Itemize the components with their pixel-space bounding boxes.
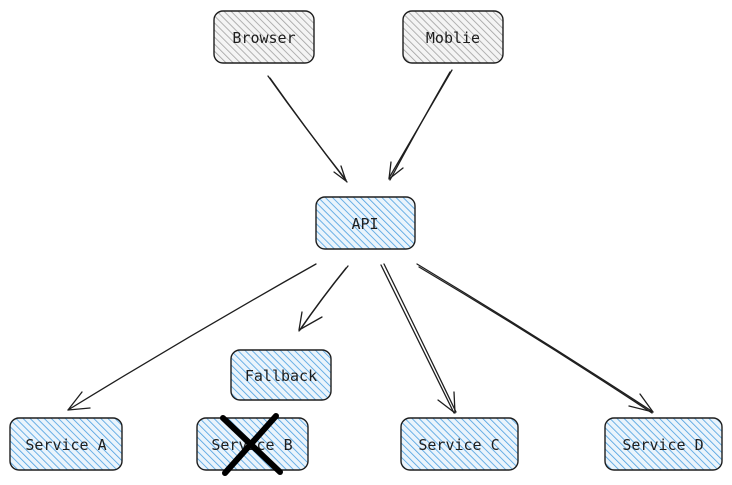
edge-mobile-api bbox=[388, 69, 453, 181]
node-service-d[interactable]: Service D bbox=[604, 417, 723, 471]
edges bbox=[67, 69, 654, 414]
node-mobile[interactable]: Moblie bbox=[402, 10, 504, 64]
cross-icon bbox=[220, 413, 283, 476]
node-label-service-d: Service D bbox=[622, 436, 703, 454]
edge-api-service-c bbox=[380, 263, 457, 414]
node-api[interactable]: API bbox=[315, 196, 416, 250]
node-service-a[interactable]: Service A bbox=[9, 417, 123, 471]
node-label-api: API bbox=[351, 215, 378, 233]
node-service-c[interactable]: Service C bbox=[400, 417, 519, 471]
edge-api-service-a bbox=[67, 263, 317, 411]
edge-api-service-d bbox=[416, 263, 654, 414]
node-service-b[interactable]: Service B bbox=[196, 413, 309, 476]
node-browser[interactable]: Browser bbox=[213, 10, 315, 64]
node-label-browser: Browser bbox=[232, 29, 295, 47]
node-label-fallback: Fallback bbox=[245, 367, 317, 385]
node-label-service-c: Service C bbox=[418, 436, 499, 454]
edge-browser-api bbox=[267, 75, 348, 183]
node-fallback[interactable]: Fallback bbox=[230, 349, 332, 401]
node-label-service-a: Service A bbox=[25, 436, 106, 454]
node-label-mobile: Moblie bbox=[426, 29, 480, 47]
edge-api-fallback bbox=[298, 265, 349, 332]
